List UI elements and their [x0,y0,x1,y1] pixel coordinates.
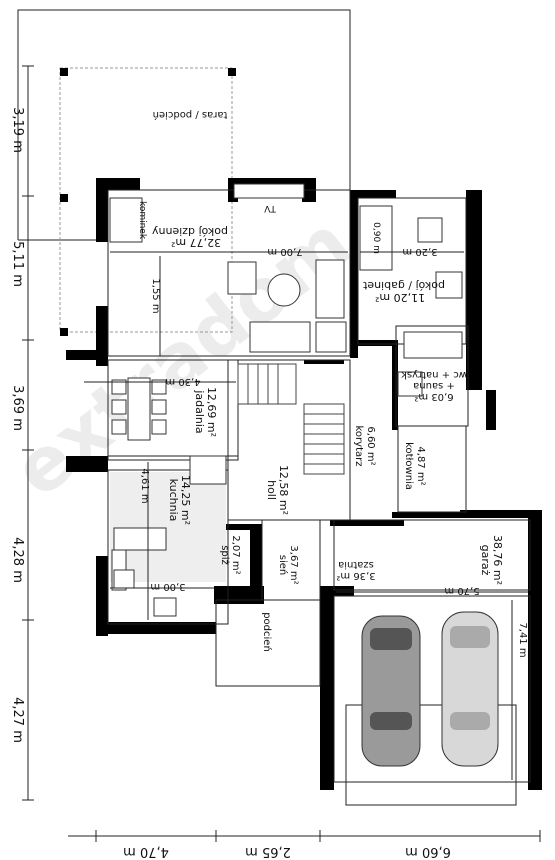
label-jadalnia-area: 12,69 m² [205,387,218,437]
label-holl-area: 12,58 m² [277,465,290,515]
label-pokoj-gabinet-area: 11,20 m² [375,291,425,304]
interior-lines [107,189,531,806]
dim-left-3: 3,69 m [10,385,25,431]
label-garaz: garaż [479,545,492,576]
label-szatnia-area: 3,36 m² [336,570,375,581]
dim-570: 5,70 m [444,585,479,596]
dim-bottom-2: 2,65 m [245,844,291,859]
dim-090: 0,90 m [371,222,381,254]
label-korytarz: korytarz [353,426,364,467]
garage-cars [361,611,499,767]
dim-430: 4,30 m [165,376,200,387]
dim-left-5: 4,27 m [10,697,25,743]
label-kotlownia-area: 4,87 m² [415,446,426,485]
dim-left-top: 3,19 m [10,107,25,153]
label-kuchnia-area: 14,25 m² [179,475,192,525]
dim-left-4: 4,28 m [10,537,25,583]
label-tv: TV [263,203,276,213]
label-holl: holl [265,480,278,500]
dim-left-2: 5,11 m [10,241,25,287]
dim-700: 7,00 m [267,246,302,257]
terrace [17,9,351,336]
label-kotlownia: kotłownia [403,442,414,490]
label-jadalnia: jadalnia [193,389,206,433]
label-szatnia: szatnia [338,559,374,570]
label-wc-area: 6,03 m² [414,391,453,402]
label-spiz-area: 2,07 m² [230,535,241,574]
label-kominek: kominek [137,201,147,240]
walls [66,178,542,790]
furniture [109,183,463,617]
label-garaz-area: 38,76 m² [491,535,504,585]
inner-dimensions: 7,00 m 1,55 m 3,20 m 0,90 m 4,30 m 4,61 … [84,222,528,780]
label-sien-area: 3,67 m² [288,545,299,584]
stairs [237,363,345,475]
label-kuchnia: kuchnia [167,479,180,522]
label-korytarz-area: 6,60 m² [365,426,376,465]
label-sien: sień [277,555,289,575]
label-pokoj-dzienny-area: 32,77 m² [171,236,221,249]
room-labels: taras / podcień pokój dzienny 32,77 m² p… [137,109,504,652]
label-wc2: + sauna [413,380,455,391]
label-pokoj-dzienny: pokój dzienny [152,225,228,238]
dim-461: 4,61 m [139,468,150,503]
dim-bottom-3: 6,60 m [405,844,451,859]
dim-741: 7,41 m [517,622,528,657]
label-wc: wc + natrysk [401,369,467,380]
label-pokoj-gabinet: pokój / gabinet [362,279,445,292]
kitchen-floor [110,472,226,582]
dim-bottom-1: 4,70 m [123,844,169,859]
label-spiz: spiż [219,545,230,565]
label-taras: taras / podcień [153,109,228,121]
dim-320: 3,20 m [402,246,437,257]
dim-300: 3,00 m [150,581,185,592]
dim-155: 1,55 m [150,278,161,313]
label-podcien: podcień [261,612,273,652]
outer-dimensions: 3,19 m 5,11 m 3,69 m 4,28 m 4,27 m 4,70 … [10,65,541,859]
